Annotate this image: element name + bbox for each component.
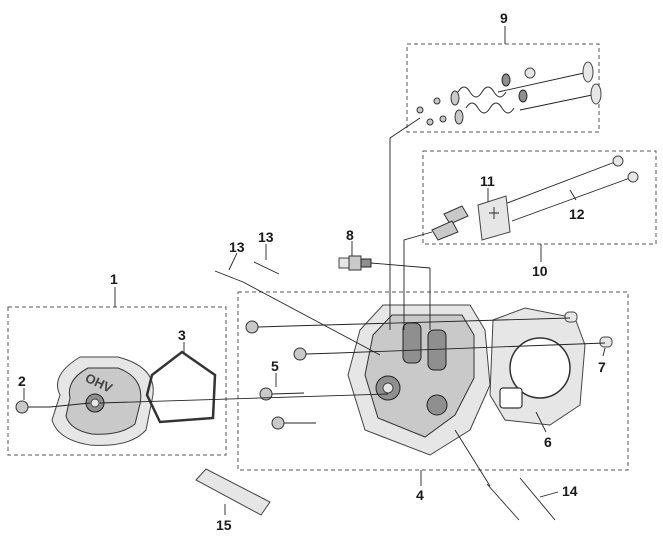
callout-15: 15 [216,517,232,533]
callout-10: 10 [532,263,548,279]
box-cover-assembly [7,306,227,456]
callout-7: 7 [598,359,606,375]
valve-kit-parts [416,61,602,126]
rocker-kit-parts [431,155,639,241]
breather-tube [195,468,271,516]
callout-1: 1 [110,271,118,287]
cover-gasket [145,350,217,424]
head-bolts [245,320,339,430]
cover-bolt-icon [15,400,50,414]
callout-13-right: 13 [258,229,274,245]
callout-5: 5 [271,358,279,374]
head-gasket [489,307,586,426]
stud-13-left [214,270,244,283]
callout-3: 3 [178,327,186,343]
callout-9: 9 [500,10,508,26]
cylinder-head [347,304,491,456]
stud-13-right [253,261,280,275]
callout-13-left: 13 [229,239,245,255]
callout-4: 4 [416,487,424,503]
callout-2: 2 [18,373,26,389]
callout-6: 6 [544,434,552,450]
exhaust-studs [486,477,556,521]
box-valve-kit [406,43,600,133]
cylinder-head-cover: OHV [51,356,154,446]
callout-ticks [23,26,606,515]
explode-lines [49,117,606,487]
dowel-pins [564,311,613,348]
callout-11: 11 [480,173,495,189]
box-rocker-push-rod-kit [422,150,657,245]
box-cylinder-head-assembly [237,291,629,471]
callout-14: 14 [562,483,578,499]
valve-spring-icon [457,86,515,114]
spark-plug-icon [338,255,372,271]
callout-12: 12 [569,206,585,222]
callout-8: 8 [346,227,354,243]
